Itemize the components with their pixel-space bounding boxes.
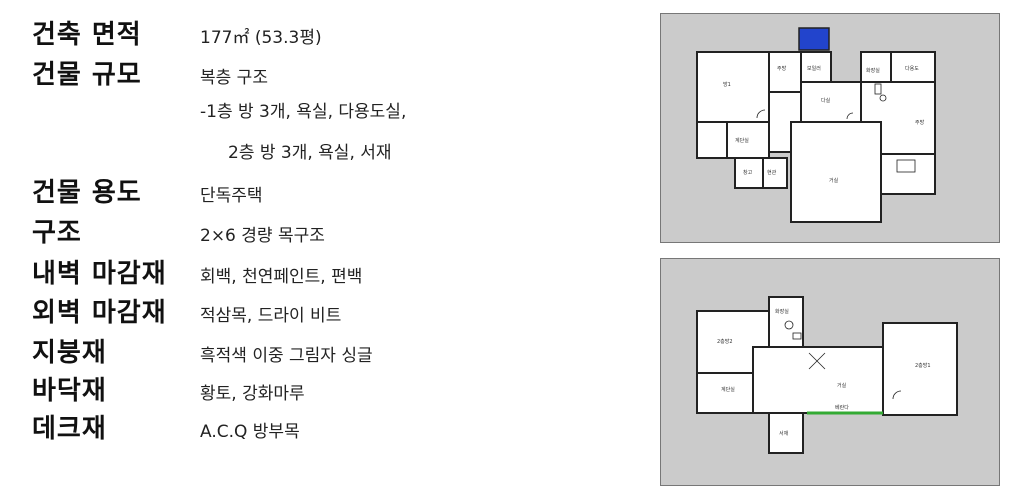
room-label: 주방 bbox=[915, 119, 925, 126]
spec-value: 복층 구조 bbox=[200, 68, 268, 88]
floor-plan-2f: 2층방2 2층방1 화장실 계단실 거실 서재 베란다 bbox=[660, 258, 1000, 486]
spec-row-scale: 건물 규모 복층 구조 bbox=[32, 54, 268, 91]
spec-label: 구조 bbox=[32, 218, 82, 248]
spec-row-deck: 데크재 A.C.Q 방부목 bbox=[32, 408, 300, 445]
spec-row-interior: 내벽 마감재 회백, 천연페인트, 편백 bbox=[32, 253, 362, 290]
spec-label: 외벽 마감재 bbox=[32, 298, 167, 328]
room-label: 현관 bbox=[767, 169, 777, 176]
spec-scale-detail-1: -1층 방 3개, 욕실, 다용도실, bbox=[200, 102, 407, 122]
floor-plan-2f-drawing: 2층방2 2층방1 화장실 계단실 거실 서재 베란다 bbox=[696, 296, 958, 454]
room-label: 방1 bbox=[723, 81, 731, 88]
spec-value: 흑적색 이중 그림자 싱글 bbox=[200, 346, 373, 366]
spec-label: 바닥재 bbox=[32, 376, 107, 406]
spec-row-exterior: 외벽 마감재 적삼목, 드라이 비트 bbox=[32, 292, 341, 329]
spec-value: A.C.Q 방부목 bbox=[200, 422, 300, 442]
spec-value: 적삼목, 드라이 비트 bbox=[200, 306, 342, 326]
room-label: 2층방1 bbox=[915, 362, 931, 369]
spec-scale-detail-2: 2층 방 3개, 욕실, 서재 bbox=[228, 143, 392, 163]
spec-label: 데크재 bbox=[32, 414, 107, 444]
room-label: 계단실 bbox=[721, 386, 735, 393]
spec-value: 단독주택 bbox=[200, 186, 263, 206]
spec-row-area: 건축 면적 177㎡ (53.3평) bbox=[32, 14, 322, 51]
room-label: 계단실 bbox=[735, 137, 749, 144]
room-label: 주방 bbox=[777, 65, 787, 72]
spec-row-roof: 지붕재 흑적색 이중 그림자 싱글 bbox=[32, 332, 373, 369]
room-label: 보일러 bbox=[807, 65, 821, 72]
spec-value: 회백, 천연페인트, 편백 bbox=[200, 267, 363, 287]
room-label: 다실 bbox=[821, 97, 831, 104]
room-label: 화장실 bbox=[866, 67, 880, 74]
room-label: 거실 bbox=[829, 177, 839, 184]
room-label: 베란다 bbox=[835, 404, 849, 411]
spec-row-floor: 바닥재 황토, 강화마루 bbox=[32, 370, 305, 407]
spec-value: 177㎡ (53.3평) bbox=[200, 28, 322, 48]
spec-label: 건축 면적 bbox=[32, 20, 142, 50]
spec-row-structure: 구조 2×6 경량 목구조 bbox=[32, 212, 325, 249]
room-label: 다용도 bbox=[905, 65, 919, 72]
floor-plan-1f-drawing: 방1 계단실 창고 현관 거실 주방 다실 화장실 다용도 보일러 주방 bbox=[696, 27, 936, 223]
spec-label: 건물 규모 bbox=[32, 60, 142, 90]
room-label: 서재 bbox=[779, 430, 789, 437]
spec-value: 황토, 강화마루 bbox=[200, 384, 305, 404]
spec-value: 2×6 경량 목구조 bbox=[200, 226, 325, 246]
spec-label: 지붕재 bbox=[32, 338, 107, 368]
spec-row-use: 건물 용도 단독주택 bbox=[32, 172, 263, 209]
spec-label: 내벽 마감재 bbox=[32, 259, 167, 289]
floor-plan-1f: 방1 계단실 창고 현관 거실 주방 다실 화장실 다용도 보일러 주방 bbox=[660, 13, 1000, 243]
room-label: 화장실 bbox=[775, 308, 789, 315]
room-label: 거실 bbox=[837, 382, 847, 389]
spec-label: 건물 용도 bbox=[32, 178, 142, 208]
room-label: 2층방2 bbox=[717, 338, 733, 345]
room-label: 창고 bbox=[743, 169, 753, 176]
spec-panel: 건축 면적 177㎡ (53.3평) 건물 규모 복층 구조 -1층 방 3개,… bbox=[32, 14, 407, 445]
